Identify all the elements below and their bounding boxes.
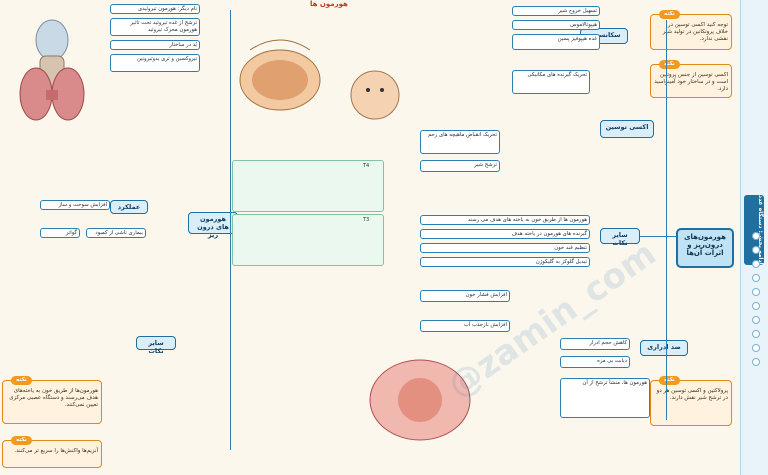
- node-t3t4: تیروکسین و تری یدوتیرونین: [110, 54, 200, 72]
- sidebar-dot[interactable]: [752, 274, 760, 282]
- main-node: هورمون‌های درون‌ریز و اثرات آن‌ها: [676, 228, 734, 268]
- node-pressure: افزایش فشار خون: [420, 290, 510, 302]
- pituitary-illustration: [239, 39, 321, 111]
- node-receptor: گیرنده های هورمون در یاخته هدف: [420, 229, 590, 239]
- t4-structure: T4: [232, 160, 384, 212]
- node-metabolism: افزایش سوخت و ساز: [40, 200, 110, 210]
- node-oxytocin: اکسی توسین: [600, 120, 654, 138]
- sidebar-dot[interactable]: [752, 288, 760, 296]
- sidebar-dot[interactable]: [752, 302, 760, 310]
- node-posterior-pituitary: غده هیپوفیز پسین: [512, 34, 600, 50]
- node-hypothalamus: هیپوتالاموس: [512, 20, 600, 30]
- node-blood: هورمون ها از طریق خون به یاخته های هدف م…: [420, 215, 590, 225]
- page-title: هورمون ها: [310, 0, 348, 8]
- node-glucose: تنظیم قند خون: [420, 243, 590, 253]
- node-endocrine: هورمون های درون ریز: [188, 212, 238, 239]
- node-left-other: سایر نکات: [136, 336, 176, 355]
- connector: [666, 20, 667, 420]
- node-milk: تسهیل خروج شیر: [512, 6, 600, 16]
- sidebar-dot[interactable]: [752, 246, 760, 254]
- t3-structure: T3: [232, 214, 384, 266]
- sidebar-dot[interactable]: [752, 358, 760, 366]
- sidebar-dot[interactable]: [752, 260, 760, 268]
- pregnancy-illustration: [369, 359, 471, 441]
- node-water: افزایش بازجذب آب: [420, 320, 510, 332]
- node-uterus: تحریک انقباض ماهیچه های رحم: [420, 130, 500, 154]
- node-mechanoreceptor: تحریک گیرنده های مکانیکی: [512, 70, 590, 94]
- sidebar-dot[interactable]: [752, 316, 760, 324]
- thyroid-illustration: [19, 19, 85, 121]
- node-glycogen: تبدیل گلوکز به گلیکوژن: [420, 257, 590, 267]
- node-alt-name: نام دیگر: هورمون تیروئیدی: [110, 4, 200, 14]
- sidebar-title: ادامه بخش: دستگاه غدد: [744, 195, 764, 265]
- node-milk-secretion: ترشح شیر: [420, 160, 500, 172]
- node-goiter: گواتر: [40, 228, 80, 238]
- node-other: سایر نکات: [600, 228, 640, 247]
- node-hormone-source: هورمون ها، منشأ ترشح از آن: [560, 378, 650, 418]
- node-antidiuretic: ضد ادراری: [640, 340, 688, 356]
- connector: [230, 10, 231, 450]
- node-iodine: یُد در ساختار: [110, 40, 200, 50]
- node-diabetes: دیابت بی مزه: [560, 356, 630, 368]
- node-deficiency: بیماری ناشی از کمبود: [86, 228, 146, 238]
- face-illustration: [350, 70, 400, 120]
- node-function: عملکرد: [110, 200, 148, 214]
- node-urine: کاهش حجم ادرار: [560, 338, 630, 350]
- connector: [640, 236, 676, 237]
- sidebar-dot[interactable]: [752, 344, 760, 352]
- node-tsh: ترشح از غده تیروئید تحت تاثیر هورمون محر…: [110, 18, 200, 36]
- sidebar-dot[interactable]: [752, 232, 760, 240]
- sidebar-dot[interactable]: [752, 330, 760, 338]
